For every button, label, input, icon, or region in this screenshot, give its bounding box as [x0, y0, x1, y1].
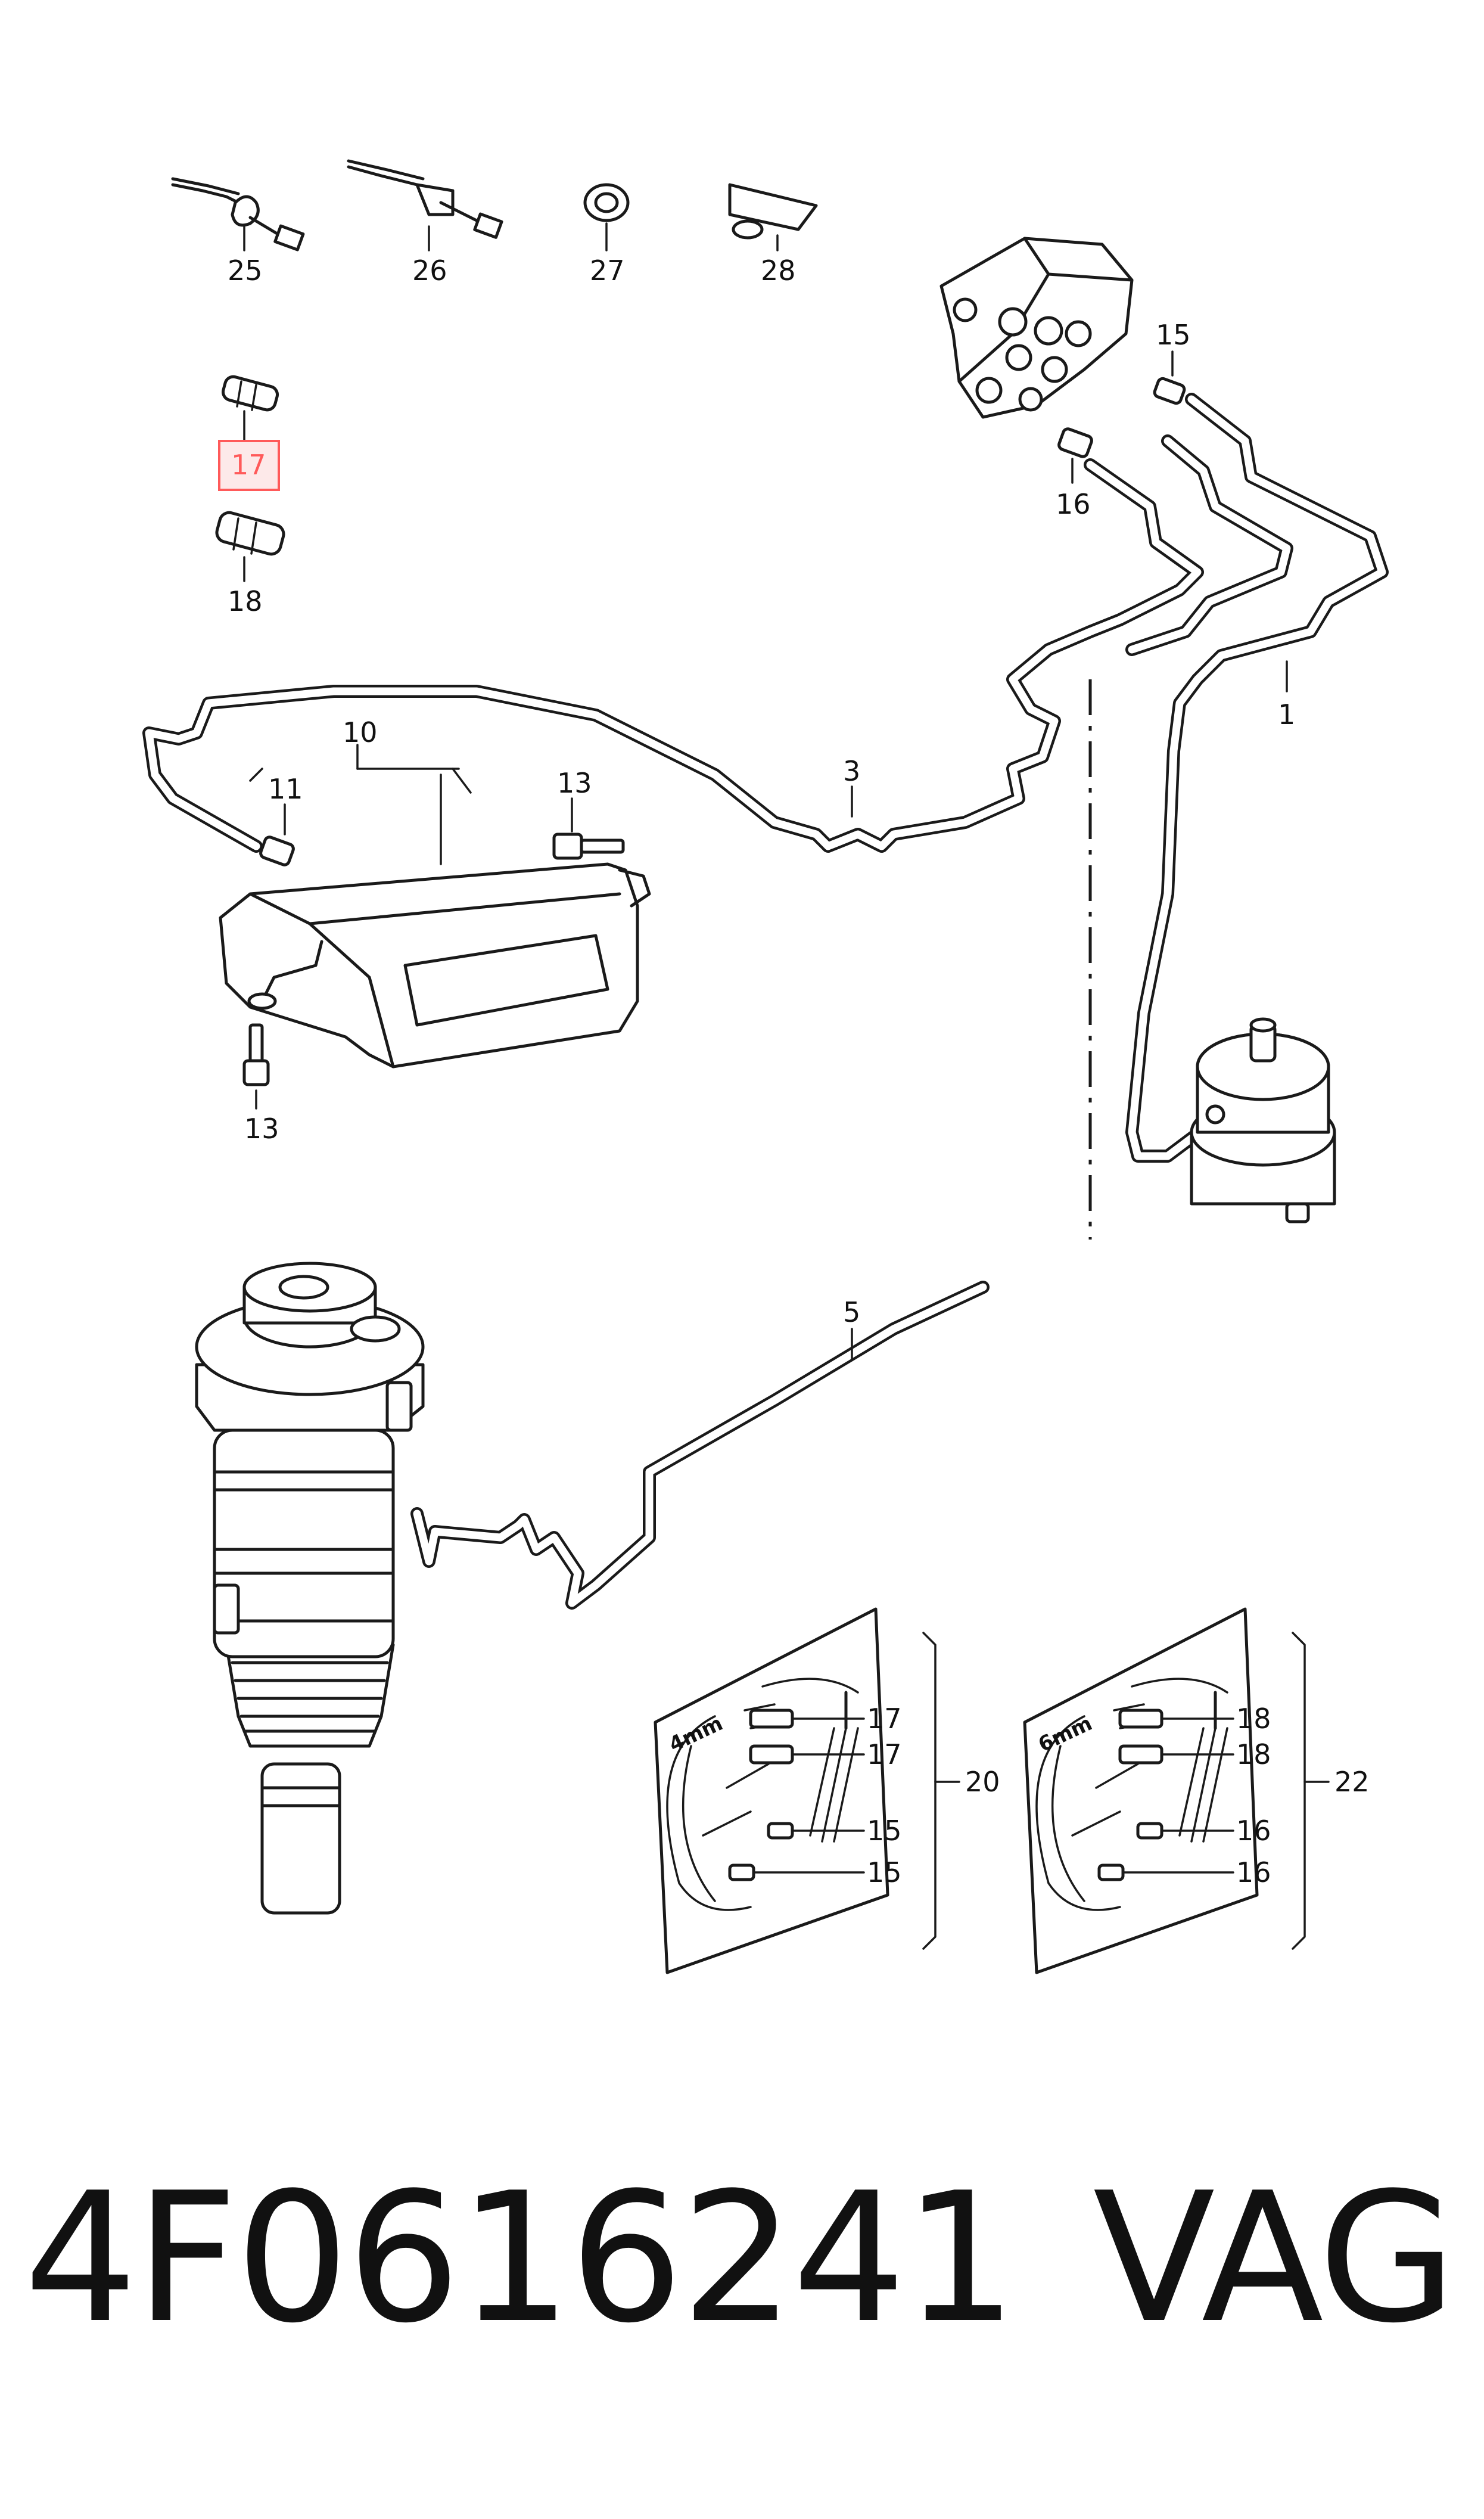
- highlight-box-17: [218, 440, 280, 491]
- part-17-connector: [222, 375, 279, 442]
- callout-3: 3: [843, 755, 860, 787]
- pressure-accumulator: [1190, 1017, 1336, 1223]
- kit-20-item-4: 15: [867, 1856, 902, 1889]
- kit-20-item-3: 15: [867, 1815, 902, 1847]
- callout-17-highlight: 17: [231, 449, 266, 481]
- callout-27: 27: [590, 254, 625, 287]
- brand-label: VAG: [1093, 2154, 1457, 2362]
- air-suspension-strut: [195, 1262, 425, 1915]
- pipe-5: [410, 1281, 990, 1610]
- part-number: 4F0616241: [24, 2154, 1018, 2362]
- part-28-bracket: [728, 183, 818, 251]
- pipe-1: [1125, 393, 1389, 1163]
- part-25-cable-tie-clip: [171, 177, 305, 251]
- callout-26: 26: [412, 254, 447, 287]
- callout-28: 28: [761, 254, 796, 287]
- air-tank: [219, 862, 651, 1069]
- part-18-connector: [215, 511, 285, 582]
- kit-22-item-1: 18: [1236, 1703, 1271, 1735]
- callout-10: 10: [343, 716, 378, 748]
- callout-1: 1: [1278, 698, 1295, 731]
- kit-20-item-1: 17: [867, 1703, 902, 1735]
- pipe-1-secondary: [1125, 434, 1293, 656]
- callout-11: 11: [268, 773, 303, 805]
- part-27-grommet: [583, 183, 630, 251]
- footer: 4F0616241 VAG: [24, 2169, 1460, 2384]
- kit-22-item-4: 16: [1236, 1856, 1271, 1889]
- fitting-15: [1153, 350, 1186, 405]
- kit-22-bracket: [1292, 1632, 1306, 1950]
- kit-20-bracket: [922, 1632, 937, 1950]
- fitting-16: [1057, 427, 1093, 484]
- callout-25: 25: [228, 254, 263, 287]
- part-26-cable-tie-clip: [347, 159, 503, 251]
- callout-15: 15: [1156, 319, 1191, 351]
- repair-kit-20: [654, 1607, 889, 1974]
- kit-22-group-label: 22: [1334, 1766, 1370, 1798]
- kit-20-item-2: 17: [867, 1738, 902, 1771]
- kit-22-item-2: 18: [1236, 1738, 1271, 1771]
- kit-22-item-3: 16: [1236, 1815, 1271, 1847]
- valve-block: [939, 237, 1134, 419]
- callout-13-upper: 13: [557, 767, 592, 799]
- callout-18: 18: [228, 585, 263, 617]
- bolt-13-lower: [242, 1023, 270, 1110]
- pipe-3: [142, 458, 1204, 853]
- tank-fitting-11: [259, 803, 295, 866]
- callout-16: 16: [1056, 488, 1091, 520]
- kit-20-group-label: 20: [965, 1766, 1000, 1798]
- bolt-13-upper: [552, 797, 625, 860]
- callout-13-lower: 13: [244, 1113, 279, 1145]
- repair-kit-22: [1023, 1607, 1259, 1974]
- callout-5: 5: [843, 1296, 860, 1328]
